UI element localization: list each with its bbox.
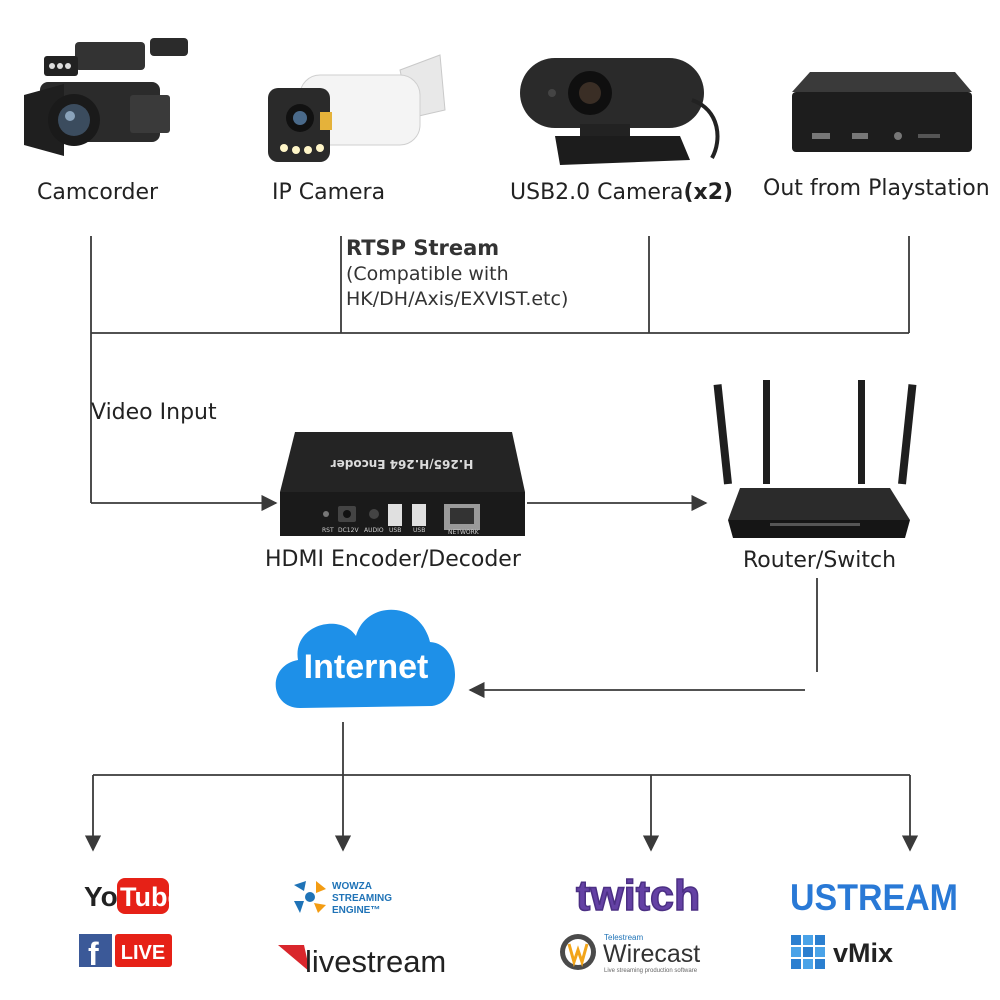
router-icon <box>713 380 917 538</box>
twitch-logo: twitch <box>575 871 701 921</box>
source-bus-lines <box>90 236 910 503</box>
wowza-line1: WOWZA <box>332 881 372 892</box>
ustream-text: USTREAM <box>790 877 958 918</box>
port-label-dc12v: DC12V <box>338 527 359 534</box>
facebook-live-text: LIVE <box>121 942 165 964</box>
distribution-lines <box>84 722 919 852</box>
port-label-usb-2: USB <box>413 527 425 534</box>
wirecast-brand-text: Telestream <box>604 933 643 942</box>
youtube-tube-text: Tube <box>120 882 183 912</box>
wowza-logo: WOWZA STREAMING ENGINE™ <box>294 881 392 916</box>
encoder-top-text: H.265/H.264 Encoder <box>331 457 474 471</box>
vmix-text: vMix <box>833 938 893 968</box>
port-label-network: NETWORK <box>448 529 480 536</box>
port-label-rst: RST <box>322 527 334 534</box>
usb-camera-label-text: USB2.0 Camera <box>510 180 684 205</box>
router-label: Router/Switch <box>743 548 897 573</box>
playstation-label: Out from Playstation <box>763 176 990 201</box>
internet-cloud-icon: Internet <box>275 609 456 708</box>
wirecast-name-text: Wirecast <box>603 940 700 968</box>
playstation-icon <box>792 72 972 152</box>
wirecast-logo: Telestream Wirecast Live streaming produ… <box>560 933 700 974</box>
encoder-label: HDMI Encoder/Decoder <box>265 547 521 572</box>
wirecast-tagline-text: Live streaming production software <box>604 968 698 974</box>
camcorder-icon <box>24 38 188 156</box>
ustream-logo: USTREAM <box>790 877 958 918</box>
youtube-logo: You Tube <box>84 878 183 914</box>
encoder-device-icon: H.265/H.264 Encoder RST DC12V AUDIO USB … <box>280 432 525 536</box>
usb-camera-label: USB2.0 Camera(x2) <box>510 180 733 205</box>
video-input-label: Video Input <box>91 400 217 425</box>
twitch-text: twitch <box>576 872 700 920</box>
livestream-text: livestream <box>305 944 446 979</box>
webcam-icon <box>520 58 720 165</box>
wowza-line2: STREAMING <box>332 893 392 904</box>
rtsp-title: RTSP Stream <box>346 236 500 260</box>
wowza-line3: ENGINE™ <box>332 905 380 916</box>
ip-camera-icon <box>268 54 446 162</box>
port-label-audio: AUDIO <box>364 527 384 534</box>
facebook-live-logo: f LIVE <box>79 934 172 972</box>
vmix-logo: vMix <box>791 935 893 969</box>
internet-label: Internet <box>304 648 429 686</box>
ip-camera-label: IP Camera <box>272 180 386 205</box>
camcorder-label: Camcorder <box>37 180 159 205</box>
facebook-f-text: f <box>88 936 99 972</box>
port-label-usb-1: USB <box>389 527 401 534</box>
rtsp-note: RTSP Stream (Compatible with HK/DH/Axis/… <box>346 236 568 312</box>
rtsp-note-line1: (Compatible with <box>346 263 509 285</box>
livestream-logo: livestream <box>278 944 446 979</box>
usb-camera-count: (x2) <box>683 180 734 205</box>
rtsp-note-line2: HK/DH/Axis/EXVIST.etc) <box>346 288 569 310</box>
